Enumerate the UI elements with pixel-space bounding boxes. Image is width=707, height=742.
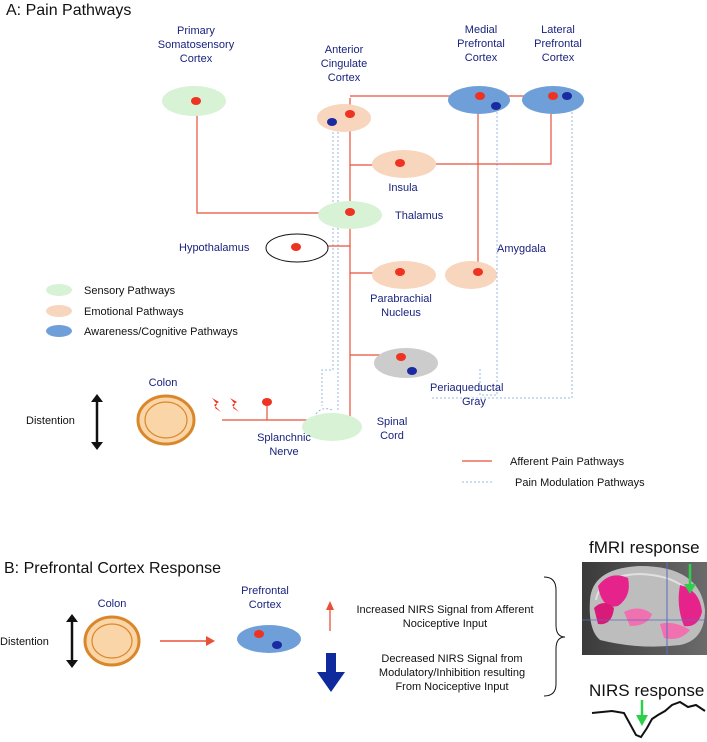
lateral-prefrontal-label-2: Prefrontal xyxy=(534,38,582,50)
neuron-red xyxy=(475,92,485,100)
prefrontal-b-label-2: Cortex xyxy=(249,599,282,611)
primary-somatosensory-label-3: Cortex xyxy=(180,53,213,65)
spinal-cord-label-1: Spinal xyxy=(377,416,408,428)
green-arrow-icon xyxy=(684,564,696,594)
parabrachial-label-2: Nucleus xyxy=(381,307,421,319)
neuron-red xyxy=(395,268,405,276)
neuron-red xyxy=(191,97,201,105)
legend-swatch-emotional xyxy=(46,305,72,317)
periaqueductal-gray: Periaqueductal Gray xyxy=(374,348,503,408)
colon-a: Colon Distention xyxy=(26,377,196,450)
nirs-trace xyxy=(591,700,706,739)
thalamus-label: Thalamus xyxy=(395,210,444,222)
colon-b: Colon Distention xyxy=(0,598,141,668)
neuron-red xyxy=(396,353,406,361)
section-a-title: A: Pain Pathways xyxy=(6,2,131,19)
amygdala-label: Amygdala xyxy=(497,243,547,255)
legend-sensory: Sensory Pathways xyxy=(84,285,176,297)
decreased-line-1: Decreased NIRS Signal from xyxy=(381,653,522,665)
neuron-red xyxy=(548,92,558,100)
modulation-terminal xyxy=(315,408,333,415)
spinal-cord: Spinal Cord xyxy=(302,408,408,442)
primary-somatosensory-cortex: Primary Somatosensory Cortex xyxy=(158,25,235,116)
prefrontal-b-label-1: Prefrontal xyxy=(241,585,289,597)
increased-line-2: Nociceptive Input xyxy=(403,618,487,630)
colon-label: Colon xyxy=(149,377,178,389)
neuron-blue xyxy=(562,92,572,100)
anterior-cingulate-label-1: Anterior xyxy=(325,44,364,56)
increased-nirs-text: Increased NIRS Signal from Afferent Noci… xyxy=(356,604,533,630)
hypothalamus-label: Hypothalamus xyxy=(179,242,250,254)
lateral-prefrontal-cortex: Lateral Prefrontal Cortex xyxy=(522,24,584,114)
medial-prefrontal-label-1: Medial xyxy=(465,24,497,36)
legend-swatch-awareness xyxy=(46,325,72,337)
neuron-red xyxy=(395,159,405,167)
legend-lines: Afferent Pain Pathways Pain Modulation P… xyxy=(462,456,645,489)
brace-icon xyxy=(543,576,566,697)
increased-line-1: Increased NIRS Signal from Afferent xyxy=(356,604,533,616)
legend-swatch-sensory xyxy=(46,284,72,296)
neuron-red xyxy=(345,208,355,216)
neuron-blue xyxy=(327,118,337,126)
thalamus: Thalamus xyxy=(318,201,444,229)
neuron-red xyxy=(254,630,264,638)
insula: Insula xyxy=(372,150,436,194)
neuron-blue xyxy=(407,367,417,375)
medial-prefrontal-cortex: Medial Prefrontal Cortex xyxy=(448,24,510,114)
decreased-line-2: Modulatory/Inhibition resulting xyxy=(379,667,525,679)
neuron-blue xyxy=(491,102,501,110)
lightning-icon xyxy=(230,398,239,412)
up-arrow-icon xyxy=(326,601,334,631)
insula-label: Insula xyxy=(388,182,418,194)
primary-somatosensory-label-1: Primary xyxy=(177,25,215,37)
distention-label: Distention xyxy=(26,415,75,427)
green-arrow-icon xyxy=(636,700,648,726)
decreased-nirs-text: Decreased NIRS Signal from Modulatory/In… xyxy=(379,653,525,693)
hypothalamus: Hypothalamus xyxy=(179,233,329,263)
colon-b-label: Colon xyxy=(98,598,127,610)
fmri-brain-image xyxy=(582,562,707,655)
medial-prefrontal-label-3: Cortex xyxy=(465,52,498,64)
spinal-cord-label-2: Cord xyxy=(380,430,404,442)
prefrontal-cortex-b: Prefrontal Cortex xyxy=(237,585,301,653)
double-arrow-icon xyxy=(91,394,103,450)
nirs-title: NIRS response xyxy=(589,681,704,700)
distention-b-label: Distention xyxy=(0,636,49,648)
neuron-red xyxy=(262,398,272,406)
medial-prefrontal-label-2: Prefrontal xyxy=(457,38,505,50)
anterior-cingulate-label-3: Cortex xyxy=(328,72,361,84)
periaqueductal-label-2: Gray xyxy=(462,396,486,408)
legend-modulation: Pain Modulation Pathways xyxy=(515,477,645,489)
section-b-title: B: Prefrontal Cortex Response xyxy=(4,560,221,577)
legend-awareness: Awareness/Cognitive Pathways xyxy=(84,326,238,338)
parabrachial-label-1: Parabrachial xyxy=(370,293,432,305)
periaqueductal-label-1: Periaqueductal xyxy=(430,382,503,394)
lightning-icon xyxy=(212,398,221,412)
splanchnic-nerve: Splanchnic Nerve xyxy=(212,398,311,458)
neuron-red xyxy=(291,243,301,251)
legend-colors: Sensory Pathways Emotional Pathways Awar… xyxy=(46,284,238,338)
splanchnic-label-1: Splanchnic xyxy=(257,432,311,444)
lateral-prefrontal-label-1: Lateral xyxy=(541,24,575,36)
neuron-red xyxy=(473,268,483,276)
primary-somatosensory-label-2: Somatosensory xyxy=(158,39,235,51)
fmri-title: fMRI response xyxy=(589,538,700,557)
parabrachial-nucleus: Parabrachial Nucleus xyxy=(370,261,436,319)
decreased-line-3: From Nociceptive Input xyxy=(395,681,508,693)
right-arrow-icon xyxy=(160,636,215,646)
legend-afferent: Afferent Pain Pathways xyxy=(510,456,625,468)
anterior-cingulate-label-2: Cingulate xyxy=(321,58,367,70)
double-arrow-icon xyxy=(66,614,78,668)
modulation-lines xyxy=(321,112,573,410)
splanchnic-label-2: Nerve xyxy=(269,446,298,458)
legend-emotional: Emotional Pathways xyxy=(84,306,184,318)
lateral-prefrontal-label-3: Cortex xyxy=(542,52,575,64)
neuron-red xyxy=(345,110,355,118)
down-arrow-icon xyxy=(317,653,345,692)
neuron-blue xyxy=(272,641,282,649)
anterior-cingulate-cortex: Anterior Cingulate Cortex xyxy=(317,44,371,132)
amygdala: Amygdala xyxy=(445,243,547,289)
